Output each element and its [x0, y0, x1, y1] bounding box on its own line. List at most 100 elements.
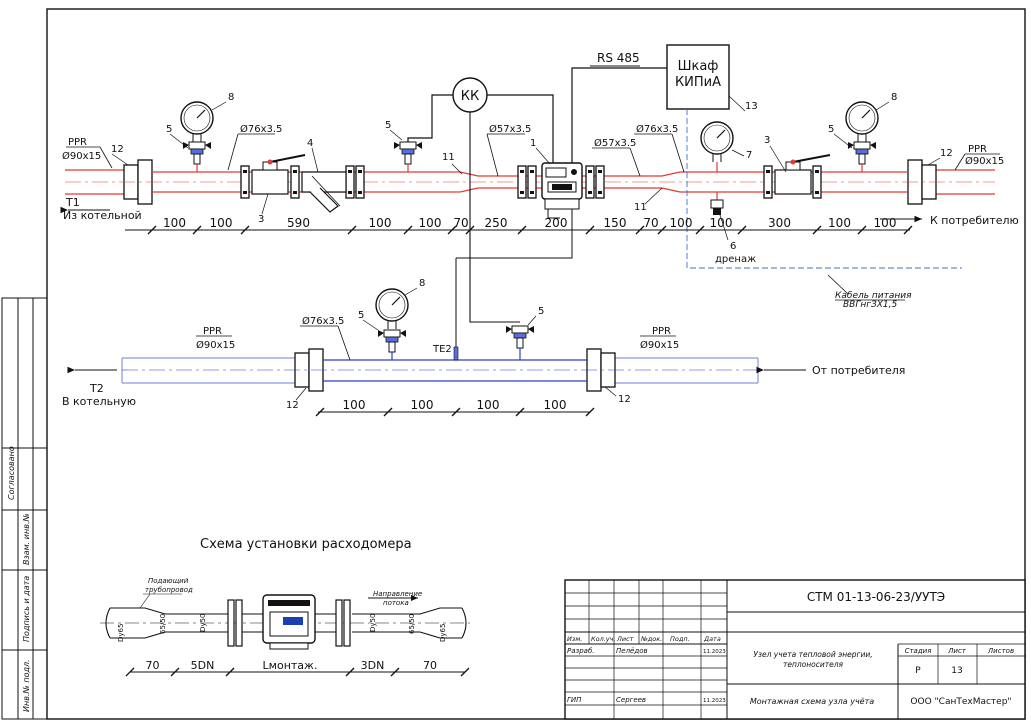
hdr-doc: №док. [640, 635, 662, 643]
callout-13: 13 [745, 101, 758, 112]
callout-5e: 5 [538, 306, 544, 317]
doc-code: СТМ 01-13-06-23/УУТЭ [807, 590, 945, 604]
supply-dim-label: 590 [287, 216, 310, 230]
supply-dim-label: 100 [874, 216, 897, 230]
supply-left-material: PPR [68, 137, 87, 148]
return-dim-label: 100 [411, 398, 434, 412]
install-dim-tick [390, 667, 400, 677]
supply-size-57a: Ø57x3.5 [489, 123, 531, 135]
supply-id: T1 [65, 196, 80, 209]
supply-dim-tick [903, 225, 913, 235]
return-dim-label: 100 [343, 398, 366, 412]
callout-5b: 5 [385, 120, 391, 131]
callout-3b: 3 [764, 135, 770, 146]
install-ratio-a: 65/50 [159, 614, 167, 634]
rs485-label: RS 485 [597, 51, 640, 65]
callout-12b: 12 [940, 148, 953, 159]
return-dim-tick [451, 407, 461, 417]
supply-dim-label: 100 [828, 216, 851, 230]
ball-valve-right [774, 169, 812, 195]
supply-right-size: Ø90x15 [965, 155, 1004, 167]
stamp-replaced: Взам. инв.№ [22, 513, 31, 565]
install-dn65a: Dу65 [117, 624, 125, 642]
callout-3a: 3 [258, 214, 264, 225]
callout-5c: 5 [828, 124, 834, 135]
supply-dim-tick [857, 225, 867, 235]
supply-dim-tick [447, 225, 457, 235]
supply-size-76a: Ø76x3.5 [240, 123, 282, 135]
callout-12c: 12 [286, 400, 299, 411]
power-cable-line2: ВВГнгЗХ1,5 [843, 300, 897, 310]
hdr-list: Лист [616, 635, 634, 643]
supply-dim-label: 250 [485, 216, 508, 230]
return-line: Ø76x3.5 TE2 PPR Ø90x15 PPR Ø90x15 T2 В к… [62, 209, 905, 413]
kk-label: КК [461, 89, 479, 104]
install-dim-label: 5DN [191, 659, 215, 672]
dev-role: Разраб. [567, 647, 595, 655]
supply-line: КК RS 485 Шкаф КИПиА Кабель питания ВВГн… [60, 44, 1019, 323]
return-from: От потребителя [812, 364, 905, 377]
hdr-kol: Кол.уч. [591, 635, 616, 643]
return-dim-tick [515, 407, 525, 417]
supply-dim-tick [240, 225, 250, 235]
callout-8c: 8 [419, 278, 425, 289]
install-title: Схема установки расходомера [200, 537, 412, 552]
dev-date: 11.2023 [703, 649, 726, 655]
te2-sensor [453, 346, 459, 361]
install-dn50a: Dу50 [199, 614, 207, 632]
supply-dim-tick [635, 225, 645, 235]
callout-11a: 11 [442, 152, 455, 163]
supply-dim-tick [517, 225, 527, 235]
supply-dim-tick [585, 225, 595, 235]
object-name: Узел учета тепловой энергии, теплоносите… [753, 650, 873, 669]
install-dim-label: Lмонтаж. [263, 659, 318, 672]
install-dim-tick [225, 667, 235, 677]
supply-dim-label: 70 [643, 216, 658, 230]
callout-5a: 5 [166, 124, 172, 135]
callout-4: 4 [307, 138, 313, 149]
install-scheme: Схема установки расходомера Подающий тру… [100, 537, 470, 673]
sheet-header: Лист [947, 647, 967, 655]
callout-1: 1 [530, 138, 536, 149]
company: ООО "СанТехМастер" [910, 697, 1011, 707]
return-left-size: Ø90x15 [196, 339, 235, 351]
power-cable-line1: Кабель питания [835, 291, 912, 301]
supply-dim-label: 150 [604, 216, 627, 230]
supply-dim-tick [465, 225, 475, 235]
return-dim-tick [585, 407, 595, 417]
supply-dim-tick [657, 225, 667, 235]
stamp-inventory: Инв.№ подл. [22, 659, 31, 712]
supply-dim-tick [147, 225, 157, 235]
install-dim-tick [460, 667, 470, 677]
gip-name: Сергеев [616, 696, 646, 704]
supply-size-76b: Ø76x3.5 [636, 123, 678, 135]
install-dim-tick [125, 667, 135, 677]
hdr-izm: Изм. [567, 635, 582, 643]
dev-name: Пелёдов [616, 647, 648, 655]
supply-dim-tick [695, 225, 705, 235]
return-right-material: PPR [652, 326, 671, 337]
supply-from: Из котельной [63, 209, 142, 222]
return-left-material: PPR [203, 326, 222, 337]
return-id: T2 [89, 382, 104, 395]
kipia-cabinet [666, 44, 730, 110]
install-label-pipe-2: трубопровод [145, 586, 193, 594]
supply-right-material: PPR [968, 144, 987, 155]
install-dn50b: Dу50 [369, 614, 377, 632]
supply-dim-label: 300 [768, 216, 791, 230]
callout-8a: 8 [228, 92, 234, 103]
stamp-agreed: Согласовано [7, 446, 16, 500]
supply-dim-tick [812, 225, 822, 235]
ball-valve-left [251, 169, 289, 195]
hdr-date: Дата [703, 635, 721, 643]
return-dim-tick [315, 407, 325, 417]
stage-value: Р [915, 666, 921, 676]
callout-5d: 5 [358, 310, 364, 321]
callout-12d: 12 [618, 394, 631, 405]
power-cable [686, 109, 962, 269]
